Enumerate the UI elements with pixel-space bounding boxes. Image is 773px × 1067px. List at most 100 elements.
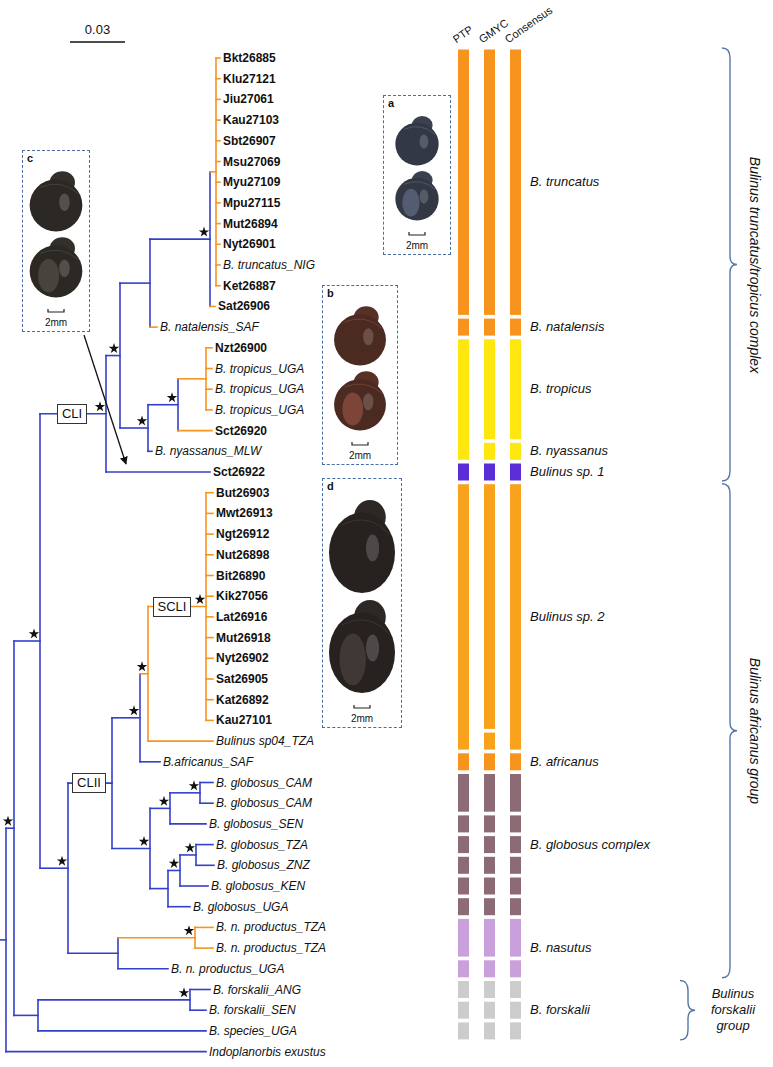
group-label: Bulinus forskalii group: [698, 986, 768, 1034]
species-bar: [510, 836, 521, 853]
shell-aperture: [38, 259, 59, 292]
shell-highlight: [420, 189, 429, 203]
tip-label: Ngt26912: [216, 526, 269, 542]
support-star: [195, 594, 205, 604]
tip-label: Sct26922: [213, 464, 265, 480]
tree-branch: [216, 78, 220, 80]
tree-branch: [38, 1030, 206, 1032]
support-star: [57, 856, 67, 866]
group-brace: [722, 48, 737, 481]
tip-label: Ket26887: [223, 278, 276, 294]
species-bar: [510, 878, 521, 895]
species-name: B. africanus: [530, 754, 599, 770]
tip-label: B. n. productus_UGA: [171, 961, 284, 977]
tree-branch: [195, 927, 213, 929]
shell-suture: [404, 127, 435, 135]
shell-suture: [344, 384, 381, 393]
tip-label: B. globosus_KEN: [211, 878, 305, 894]
tip-label: Kau27101: [216, 712, 272, 728]
tip-label: Mpu27115: [223, 195, 280, 211]
shell-photo: [395, 171, 438, 220]
tree-branch: [177, 379, 179, 431]
tree-branch: [190, 989, 210, 991]
shell-photo: [329, 500, 395, 593]
species-bar: [484, 319, 495, 336]
species-bar: [458, 319, 469, 336]
species-bar: [484, 981, 495, 998]
shell-highlight: [420, 134, 429, 148]
tree-branch: [112, 848, 150, 850]
tree-branch: [179, 855, 181, 886]
shell-body: [329, 512, 395, 593]
shell-photo: [30, 237, 83, 297]
support-star: [137, 416, 147, 426]
tip-label: Sct26920: [215, 423, 267, 439]
tree-branch: [206, 513, 213, 515]
tree-branch: [106, 355, 120, 357]
tip-label: Kat26892: [216, 692, 269, 708]
species-bar: [484, 753, 495, 770]
species-bar: [484, 898, 495, 915]
tree-branch: [216, 264, 220, 266]
tree-branch: [111, 718, 113, 849]
tip-label: Jiu27061: [223, 91, 274, 107]
tree-branch: [205, 348, 207, 410]
shell-suture: [342, 520, 390, 535]
group-brace: [680, 981, 695, 1040]
tree-branch: [67, 783, 69, 953]
tree-branch: [210, 171, 216, 173]
support-stars: [3, 227, 209, 998]
panel-letter: d: [327, 480, 397, 492]
tree-branch: [38, 999, 190, 1001]
tree-branch: [194, 927, 196, 948]
tree-branch: [178, 378, 206, 380]
tree-branch: [216, 140, 220, 142]
species-bar: [484, 960, 495, 977]
species-bar: [458, 815, 469, 832]
photo-scale-bar: [352, 442, 368, 445]
tip-label: Klu27121: [223, 71, 276, 87]
species-bar: [510, 981, 521, 998]
tree-branch: [170, 823, 206, 825]
tip-label: B. tropicus_UGA: [215, 381, 304, 397]
tree-branch: [206, 637, 213, 639]
inset-picture: [322, 285, 398, 465]
species-bar: [458, 339, 469, 460]
tree-branch: [105, 356, 107, 472]
tree-branch: [5, 828, 7, 1051]
species-bar: [484, 50, 495, 315]
shell-body: [329, 612, 395, 693]
shell-aperture: [340, 634, 366, 686]
species-bar: [458, 1002, 469, 1019]
tree-branch: [39, 414, 41, 868]
tree-branch: [170, 792, 200, 794]
photo-inset: a2mm: [383, 95, 451, 255]
species-bar: [458, 857, 469, 874]
tree-branch: [169, 793, 171, 824]
support-star: [179, 987, 189, 997]
tip-label: Myu27109: [223, 174, 280, 190]
tree-branch: [147, 405, 149, 452]
species-bar: [484, 443, 495, 460]
tree-branch: [0, 939, 6, 941]
species-name: Bulinus sp. 1: [530, 464, 604, 480]
tree-branch: [190, 1009, 206, 1011]
tree-branch: [205, 493, 207, 721]
photo-inset: d2mm: [322, 478, 402, 728]
species-bar: [510, 753, 521, 770]
tree-branch: [106, 471, 210, 473]
clade-label-box: CLI: [57, 404, 87, 424]
tree-branch: [118, 968, 168, 970]
species-bar: [484, 733, 495, 750]
species-bar: [484, 836, 495, 853]
tree-branch: [120, 282, 150, 284]
inset-picture: [383, 95, 451, 255]
species-bar: [510, 774, 521, 812]
species-bar: [458, 878, 469, 895]
shell-highlight: [363, 328, 373, 345]
shell-suture: [40, 184, 78, 193]
tree-branch: [195, 947, 213, 949]
tip-label: B. truncatus_NIG: [223, 257, 315, 273]
support-star: [95, 401, 105, 411]
tree-branch: [216, 161, 220, 163]
